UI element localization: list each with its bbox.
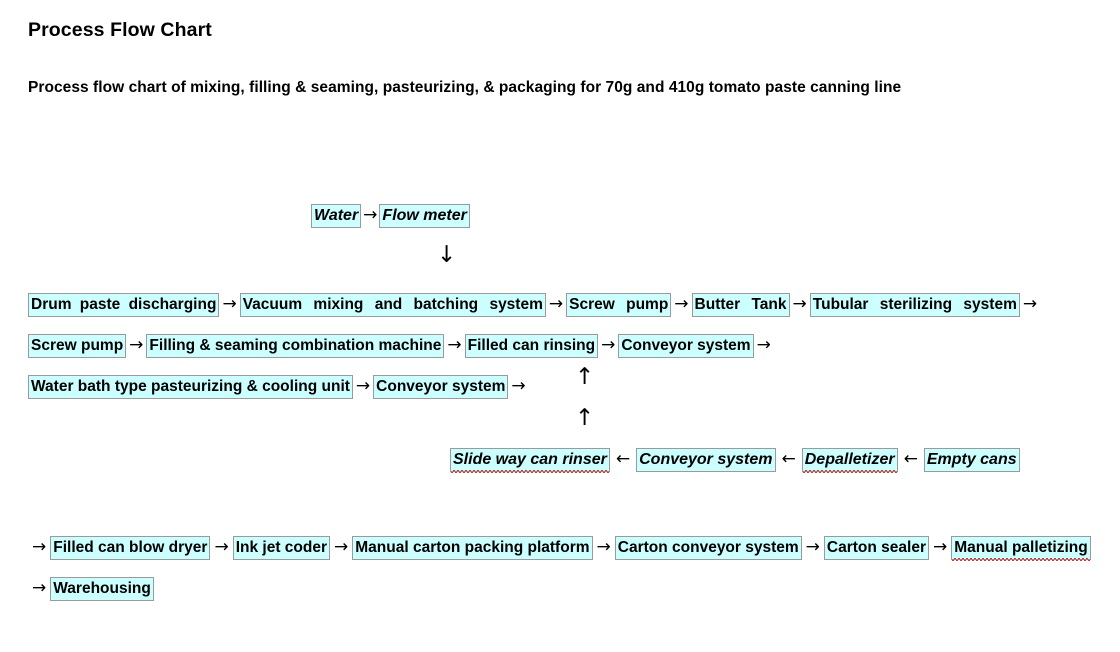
node-screw-pump-1[interactable]: Screw pump — [566, 293, 672, 317]
node-conveyor-system-2[interactable]: Conveyor system — [373, 375, 509, 399]
node-conveyor-system-1[interactable]: Conveyor system — [618, 334, 754, 358]
node-manual-carton-packing-platform[interactable]: Manual carton packing platform — [352, 536, 593, 560]
node-water[interactable]: Water — [311, 204, 362, 228]
node-flow-meter[interactable]: Flow meter — [379, 204, 470, 228]
node-filling-seaming-combination-machine[interactable]: Filling & seaming combination machine — [146, 334, 445, 358]
arrow-right-icon: → — [792, 294, 807, 314]
arrow-left-icon: ← — [903, 449, 918, 469]
node-depalletizer[interactable]: Depalletizer — [801, 448, 898, 473]
arrow-up-icon-upper: ↑ — [575, 364, 595, 390]
node-warehousing[interactable]: Warehousing — [50, 577, 154, 601]
arrow-right-icon: → — [933, 537, 948, 557]
node-carton-sealer[interactable]: Carton sealer — [823, 536, 929, 560]
arrow-left-icon: ← — [615, 449, 631, 469]
arrow-right-icon: → — [548, 294, 564, 314]
arrow-right-icon: → — [363, 205, 378, 225]
arrow-right-icon: → — [596, 537, 611, 557]
node-ink-jet-coder[interactable]: Ink jet coder — [232, 536, 330, 560]
arrow-right-icon-lead: → — [32, 537, 47, 557]
can-supply-flow-row: Slide way can rinser←Conveyor system←Dep… — [450, 448, 1020, 473]
node-tubular-sterilizing-system[interactable]: Tubular sterilizing system — [809, 293, 1020, 317]
arrow-right-icon: → — [129, 335, 144, 355]
node-carton-conveyor-system[interactable]: Carton conveyor system — [614, 536, 802, 560]
node-manual-palletizing[interactable]: Manual palletizing — [951, 536, 1091, 561]
arrow-right-icon: → — [601, 335, 616, 355]
node-vacuum-mixing-and-batching-system[interactable]: Vacuum mixing and batching system — [239, 293, 546, 317]
arrow-right-icon: → — [355, 376, 371, 396]
node-screw-pump-2[interactable]: Screw pump — [28, 334, 127, 358]
node-filled-can-rinsing[interactable]: Filled can rinsing — [464, 334, 599, 358]
node-water-bath-pasteurizing-cooling-unit[interactable]: Water bath type pasteurizing & cooling u… — [28, 375, 353, 399]
arrow-right-icon: → — [756, 335, 771, 355]
water-branch-row: Water→Flow meter — [311, 204, 470, 228]
arrow-right-icon: → — [511, 376, 526, 396]
arrow-down-icon: ↓ — [437, 242, 457, 268]
arrow-right-icon: → — [214, 537, 229, 557]
node-slide-way-can-rinser[interactable]: Slide way can rinser — [450, 448, 610, 473]
packaging-flow-paragraph: →Filled can blow dryer→Ink jet coder→Man… — [28, 527, 1093, 609]
page-subtitle: Process flow chart of mixing, filling & … — [28, 79, 902, 96]
arrow-right-icon: → — [805, 537, 820, 557]
node-empty-cans[interactable]: Empty cans — [923, 448, 1020, 472]
arrow-up-icon-lower: ↑ — [575, 405, 595, 431]
arrow-right-icon: → — [674, 294, 689, 314]
node-butter-tank[interactable]: Butter Tank — [691, 293, 790, 317]
arrow-right-icon: → — [334, 537, 349, 557]
arrow-right-icon: → — [1022, 294, 1038, 314]
arrow-right-icon: → — [222, 294, 237, 314]
main-flow-paragraph: Drum paste discharging→Vacuum mixing and… — [28, 284, 1093, 407]
node-filled-can-blow-dryer[interactable]: Filled can blow dryer — [50, 536, 211, 560]
arrow-left-icon: ← — [781, 449, 796, 469]
node-conveyor-system-3[interactable]: Conveyor system — [636, 448, 776, 472]
arrow-right-icon: → — [447, 335, 462, 355]
page-title: Process Flow Chart — [28, 19, 212, 41]
node-drum-paste-discharging[interactable]: Drum paste discharging — [28, 293, 220, 317]
arrow-right-icon: → — [32, 578, 47, 598]
